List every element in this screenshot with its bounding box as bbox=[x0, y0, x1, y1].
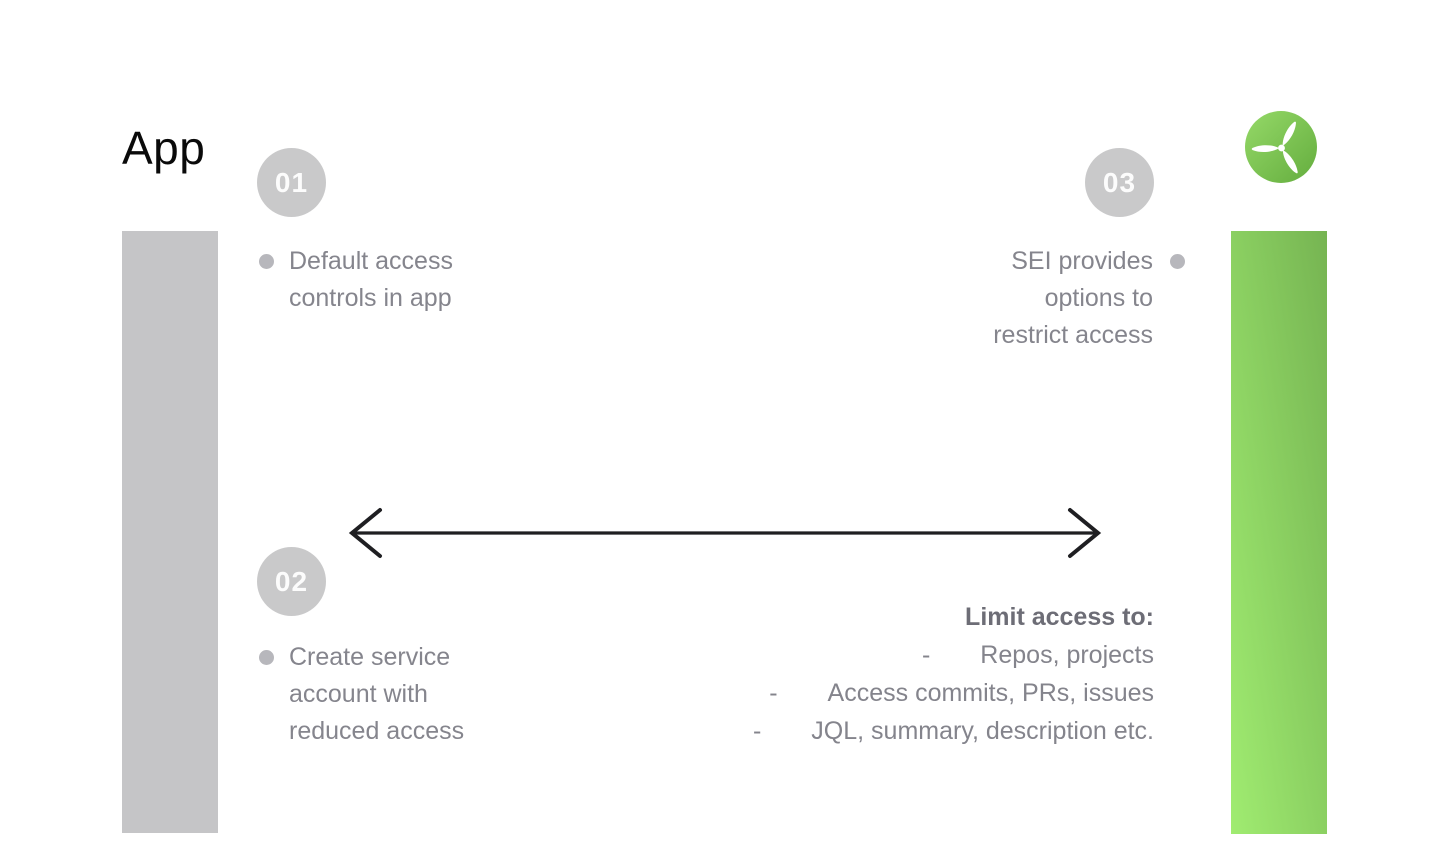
step-text-line: account with bbox=[289, 680, 428, 708]
sei-column-bar bbox=[1231, 231, 1327, 834]
list-dash: - bbox=[752, 717, 762, 745]
step-text-line: reduced access bbox=[289, 717, 465, 745]
limit-access-list: Limit access to: - Repos, projects - Acces… bbox=[753, 598, 1154, 750]
step-number-01: 01 bbox=[274, 166, 309, 198]
step-text-line: Create service bbox=[289, 643, 451, 671]
limit-access-heading: Limit access to: bbox=[965, 603, 1154, 631]
step-text-line: restrict access bbox=[993, 321, 1153, 349]
step-text-02: Create service account with reduced acce… bbox=[289, 639, 464, 750]
page-title: App bbox=[122, 122, 206, 174]
step-text-03: SEI provides options to restrict access bbox=[993, 243, 1153, 354]
limit-item-text: Access commits, PRs, issues bbox=[827, 679, 1154, 707]
sei-propeller-logo-icon bbox=[1245, 111, 1317, 183]
limit-access-item: - Repos, projects bbox=[753, 636, 1154, 674]
step-badge-01: 01 bbox=[257, 148, 326, 217]
step-badge-03: 03 bbox=[1085, 148, 1154, 217]
step-text-line: Default access bbox=[289, 247, 453, 275]
bullet-dot-icon bbox=[1170, 254, 1185, 269]
step-number-03: 03 bbox=[1102, 166, 1137, 198]
step-number-02: 02 bbox=[274, 565, 309, 597]
limit-item-text: JQL, summary, description etc. bbox=[811, 717, 1154, 745]
step-text-line: options to bbox=[1044, 284, 1153, 312]
step-text-01: Default access controls in app bbox=[289, 243, 453, 317]
sei-propeller-logo-svg bbox=[1245, 111, 1317, 183]
step-text-line: controls in app bbox=[289, 284, 452, 312]
app-column-bar bbox=[122, 231, 218, 833]
list-dash: - bbox=[769, 679, 778, 707]
step-text-line: SEI provides bbox=[1011, 247, 1153, 275]
bullet-dot-icon bbox=[259, 650, 274, 665]
double-arrow-icon bbox=[340, 505, 1110, 561]
limit-item-text: Repos, projects bbox=[980, 641, 1154, 669]
bullet-dot-icon bbox=[259, 254, 274, 269]
list-dash: - bbox=[921, 641, 931, 669]
step-badge-02: 02 bbox=[257, 547, 326, 616]
limit-access-item: - Access commits, PRs, issues bbox=[753, 674, 1154, 712]
limit-access-item: - JQL, summary, description etc. bbox=[753, 712, 1154, 750]
